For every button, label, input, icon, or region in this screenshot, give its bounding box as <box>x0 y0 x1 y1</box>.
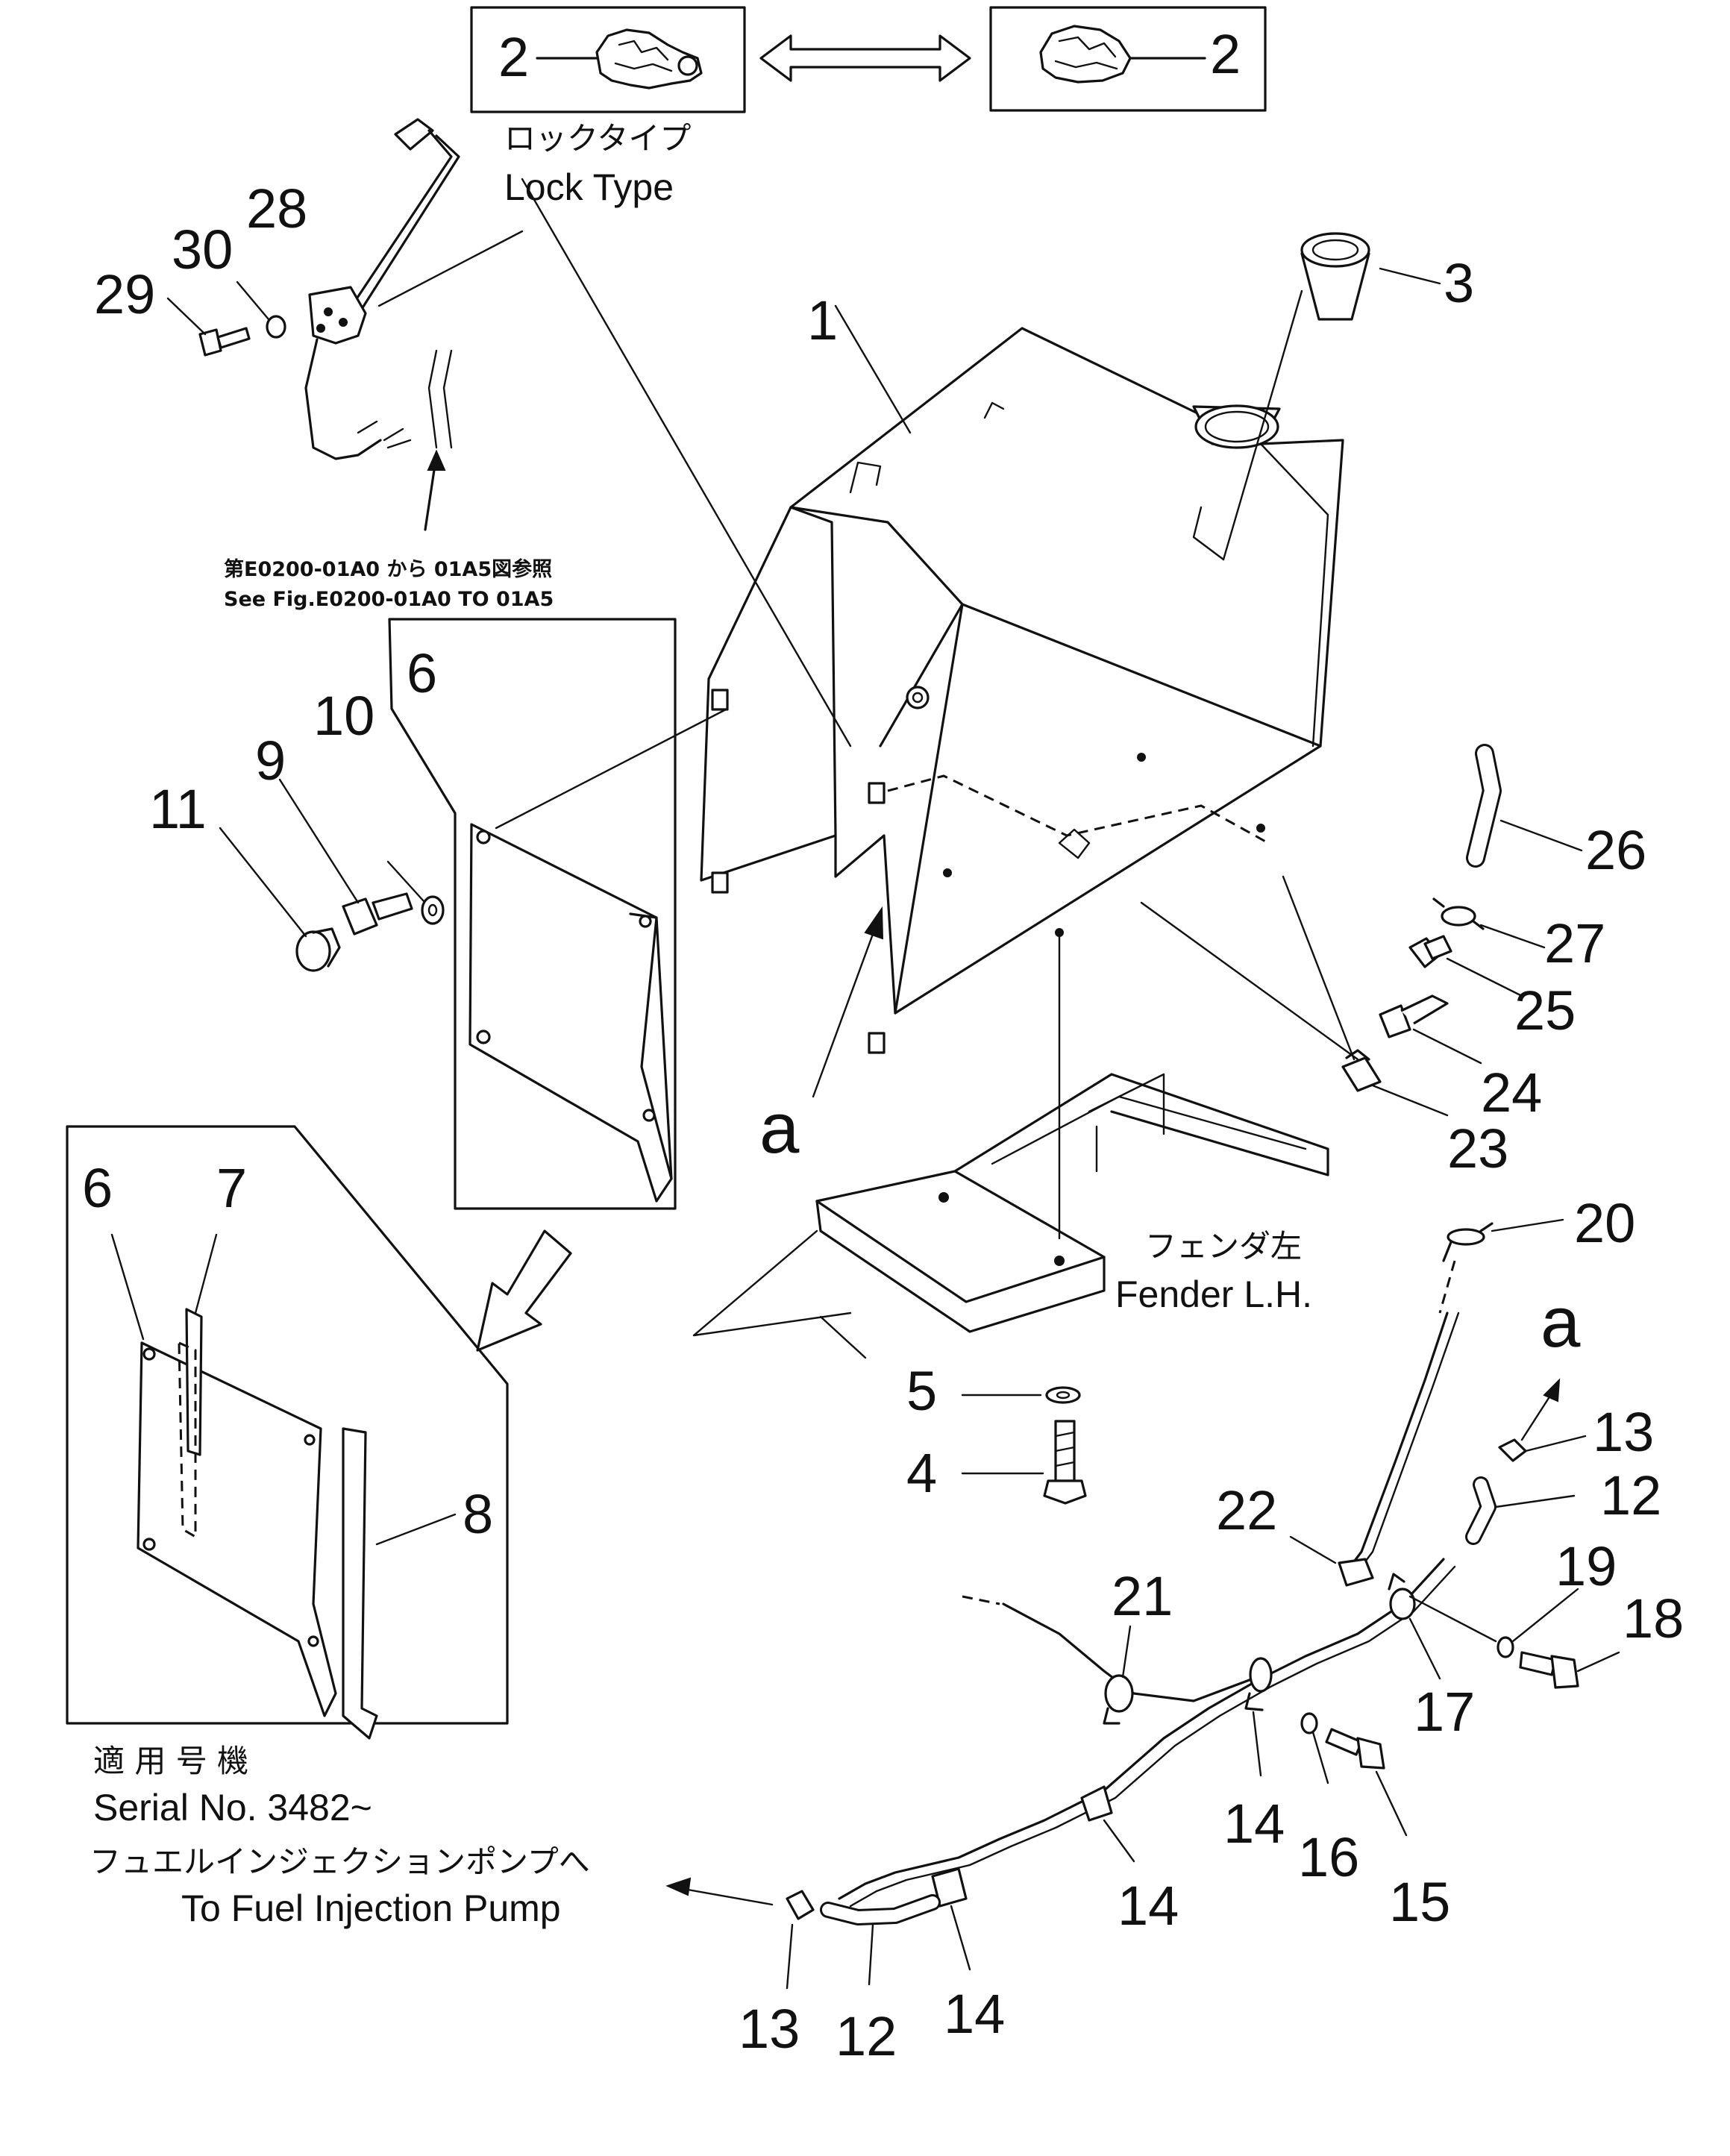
bolt-4 <box>961 1420 1087 1505</box>
callout-29: 29 <box>94 263 155 325</box>
callout-20: 20 <box>1574 1192 1635 1254</box>
callout-18: 18 <box>1623 1588 1684 1649</box>
fuel-gauge-sender <box>304 118 524 460</box>
callout-21: 21 <box>1112 1565 1173 1627</box>
callout-22: 22 <box>1216 1479 1277 1541</box>
cover-washer-10 <box>386 860 445 925</box>
callout-23: 23 <box>1447 1118 1508 1179</box>
callout-24: 24 <box>1481 1062 1542 1124</box>
callout-9: 9 <box>255 730 286 792</box>
callout-16: 16 <box>1298 1826 1359 1888</box>
note-fender-jp: フェンダ左 <box>1145 1228 1302 1265</box>
fender-lh <box>692 931 1329 1359</box>
callout-8: 8 <box>463 1483 493 1545</box>
callout-27: 27 <box>1544 912 1605 974</box>
fuel-tank <box>700 304 1344 1054</box>
callout-13-upper: 13 <box>1593 1401 1654 1463</box>
hose-12-upper <box>1465 1476 1576 1545</box>
valve-24 <box>1379 994 1482 1065</box>
cover-panel-box <box>388 618 729 1210</box>
callout-15: 15 <box>1389 1871 1450 1933</box>
clamp-14-lower <box>931 1867 971 1971</box>
note-pump-jp: フュエルインジェクションポンプへ <box>90 1843 590 1880</box>
gauge-leader-line <box>521 178 852 748</box>
gauge-screw-29 <box>166 297 251 357</box>
callout-2-lock: 2 <box>498 26 529 88</box>
callout-12-upper: 12 <box>1600 1464 1661 1526</box>
callout-14-right: 14 <box>1223 1793 1285 1855</box>
gauge-washer-30 <box>236 281 286 339</box>
callout-5: 5 <box>906 1360 937 1422</box>
washer-5 <box>961 1386 1081 1404</box>
serial-variant-box <box>66 1125 509 1740</box>
clamp-14-middle <box>1080 1785 1135 1863</box>
fitting-25 <box>1408 935 1523 997</box>
clamp-20 <box>1442 1218 1564 1262</box>
note-serial-jp: 適 用 号 機 <box>93 1743 248 1779</box>
callout-4: 4 <box>906 1442 937 1504</box>
clamp-14-right <box>1244 1657 1273 1777</box>
callout-12-lower: 12 <box>836 2005 897 2067</box>
clamp-17 <box>1388 1573 1441 1680</box>
clamp-22 <box>1289 1535 1374 1587</box>
supply-line <box>838 1558 1445 1900</box>
callout-26: 26 <box>1585 819 1646 881</box>
cap-box-lock-type <box>470 6 746 113</box>
clamp-21 <box>1103 1625 1134 1725</box>
callout-17: 17 <box>1414 1681 1475 1743</box>
callout-30: 30 <box>172 219 233 281</box>
callout-28: 28 <box>246 178 307 239</box>
washer-16 <box>1300 1712 1329 1784</box>
drain-hose-26 <box>1466 744 1583 868</box>
hose-12-lower <box>820 1894 941 1986</box>
callout-14-middle: 14 <box>1118 1875 1179 1937</box>
cover-bolt-9 <box>278 778 413 936</box>
nut-13-lower <box>786 1890 815 1990</box>
drain-leader <box>1140 901 1359 1061</box>
callout-10: 10 <box>313 685 374 747</box>
callout-2-standard: 2 <box>1210 23 1241 85</box>
callout-7: 7 <box>216 1157 247 1219</box>
bolt-18 <box>1519 1651 1620 1689</box>
note-see-fig-en: See Fig.E0200-01A0 TO 01A5 <box>224 588 554 611</box>
pump-arrow <box>665 1877 774 1906</box>
hose-21-end <box>962 1595 1000 1605</box>
callout-a-return: a <box>1541 1282 1581 1362</box>
bolt-15 <box>1325 1728 1408 1837</box>
double-arrow <box>759 34 971 82</box>
note-see-fig-jp: 第E0200-01A0 から 01A5図参照 <box>224 557 552 581</box>
note-lock-type-en: Lock Type <box>504 166 674 208</box>
note-fender-en: Fender L.H. <box>1115 1273 1312 1315</box>
cap-box-standard <box>989 6 1267 112</box>
nut-13-upper <box>1498 1435 1587 1462</box>
note-pump-en: To Fuel Injection Pump <box>181 1887 561 1929</box>
callout-14-lower: 14 <box>944 1983 1005 2045</box>
elbow-23 <box>1282 875 1449 1117</box>
callout-19: 19 <box>1555 1535 1617 1597</box>
callout-1: 1 <box>807 289 838 351</box>
filler-neck-3 <box>1222 232 1441 561</box>
washer-19 <box>1408 1588 1579 1658</box>
callout-a-tank: a <box>759 1088 800 1168</box>
gauge-ref-arrow <box>427 449 446 471</box>
return-line <box>1349 1312 1449 1568</box>
note-serial-en: Serial No. 3482~ <box>93 1787 372 1828</box>
callout-6-variant: 6 <box>82 1157 113 1219</box>
hose-upper <box>1438 1260 1456 1314</box>
cover-cap-11 <box>219 827 341 972</box>
note-lock-type-jp: ロックタイプ <box>504 120 691 157</box>
callout-11: 11 <box>149 778 207 840</box>
clamp-27 <box>1432 897 1546 949</box>
callout-25: 25 <box>1514 980 1576 1041</box>
variant-arrow <box>476 1229 572 1352</box>
a-arrowhead <box>864 906 884 940</box>
callout-6-cover: 6 <box>407 642 437 704</box>
a-arrow-line <box>812 912 882 1098</box>
callout-3: 3 <box>1444 252 1474 314</box>
return-arrow-a <box>1520 1378 1561 1441</box>
callout-13-lower: 13 <box>739 1998 800 2060</box>
